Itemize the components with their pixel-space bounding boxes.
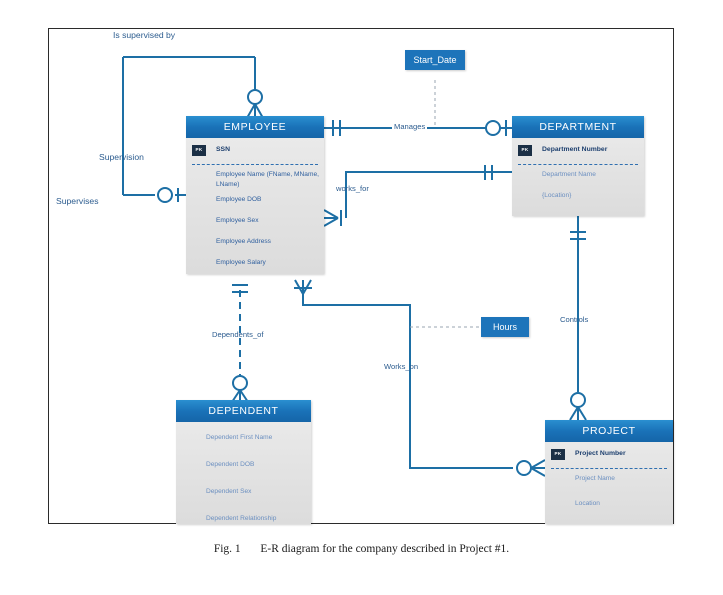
attribute-label: Employee Address <box>216 238 271 246</box>
relationship-label-manages: Manages <box>392 122 428 131</box>
attribute-badge-start-date[interactable]: Start_Date <box>405 50 465 70</box>
relationship-label-works-for: works_for <box>336 184 369 193</box>
entity-dependent-title: DEPENDENT <box>176 400 311 422</box>
attribute-label: Location <box>575 500 600 507</box>
relationship-label-works-on: Works_on <box>384 362 419 371</box>
entity-department-title: DEPARTMENT <box>512 116 644 138</box>
pk-badge-icon: PK <box>551 449 565 460</box>
attribute-row[interactable]: Dependent DOB <box>176 457 311 484</box>
relationship-label-is-supervised-by: Is supervised by <box>113 30 176 40</box>
relationship-label-controls: Controls <box>560 315 589 324</box>
attribute-label: {Location} <box>542 192 572 199</box>
attribute-label: Employee DOB <box>216 196 262 204</box>
attribute-label: Employee Sex <box>216 217 259 225</box>
attribute-label: Dependent Relationship <box>206 515 277 522</box>
attribute-row-pk[interactable]: PK SSN <box>186 142 324 163</box>
relationship-label-dependents-of: Dependents_of <box>212 330 264 339</box>
entity-employee-title: EMPLOYEE <box>186 116 324 138</box>
attribute-row[interactable]: Employee Name (FName, MName, LName) <box>186 167 324 192</box>
attribute-row[interactable]: Employee Address <box>186 234 324 255</box>
pk-badge-icon: PK <box>192 145 206 156</box>
attribute-row[interactable]: Employee Sex <box>186 213 324 234</box>
figure-caption-text: E-R diagram for the company described in… <box>260 543 510 555</box>
relationship-label-supervision: Supervision <box>99 152 144 162</box>
attribute-label: Dependent First Name <box>206 434 273 441</box>
pk-badge-icon: PK <box>518 145 532 156</box>
attribute-row[interactable]: Location <box>545 496 673 521</box>
attribute-row[interactable]: Department Name <box>512 167 644 188</box>
attribute-label: Employee Salary <box>216 259 266 267</box>
entity-project[interactable]: PROJECT PK Project Number Project Name L… <box>545 420 673 524</box>
entity-project-attributes: PK Project Number Project Name Location <box>545 442 673 527</box>
entity-dependent-attributes: Dependent First Name Dependent DOB Depen… <box>176 422 311 544</box>
attribute-label: Department Number <box>542 146 608 153</box>
entity-project-title: PROJECT <box>545 420 673 442</box>
relationship-label-supervises: Supervises <box>56 196 99 206</box>
attribute-label: Dependent Sex <box>206 488 252 495</box>
entity-department-attributes: PK Department Number Department Name {Lo… <box>512 138 644 215</box>
entity-employee-attributes: PK SSN Employee Name (FName, MName, LNam… <box>186 138 324 282</box>
attribute-label: Project Name <box>575 475 615 482</box>
attribute-label: Dependent DOB <box>206 461 255 468</box>
pk-divider <box>518 164 638 165</box>
attribute-row[interactable]: Project Name <box>545 471 673 496</box>
attribute-label: Project Number <box>575 450 626 457</box>
entity-dependent[interactable]: DEPENDENT Dependent First Name Dependent… <box>176 400 311 524</box>
figure-caption-number: Fig. 1 <box>213 543 241 555</box>
pk-divider <box>192 164 318 165</box>
attribute-row-pk[interactable]: PK Department Number <box>512 142 644 163</box>
attribute-row[interactable]: Dependent First Name <box>176 430 311 457</box>
figure-caption: Fig. 1 E-R diagram for the company descr… <box>0 543 723 555</box>
attribute-label: SSN <box>216 146 230 153</box>
attribute-row[interactable]: {Location} <box>512 188 644 209</box>
attribute-row-pk[interactable]: PK Project Number <box>545 446 673 467</box>
attribute-badge-hours[interactable]: Hours <box>481 317 529 337</box>
attribute-row[interactable]: Employee DOB <box>186 192 324 213</box>
entity-employee[interactable]: EMPLOYEE PK SSN Employee Name (FName, MN… <box>186 116 324 274</box>
entity-department[interactable]: DEPARTMENT PK Department Number Departme… <box>512 116 644 216</box>
pk-divider <box>551 468 667 469</box>
attribute-row[interactable]: Dependent Relationship <box>176 511 311 538</box>
attribute-label: Employee Name (FName, MName, LName) <box>216 171 319 188</box>
attribute-label: Department Name <box>542 171 596 178</box>
attribute-row[interactable]: Dependent Sex <box>176 484 311 511</box>
attribute-row[interactable]: Employee Salary <box>186 255 324 276</box>
